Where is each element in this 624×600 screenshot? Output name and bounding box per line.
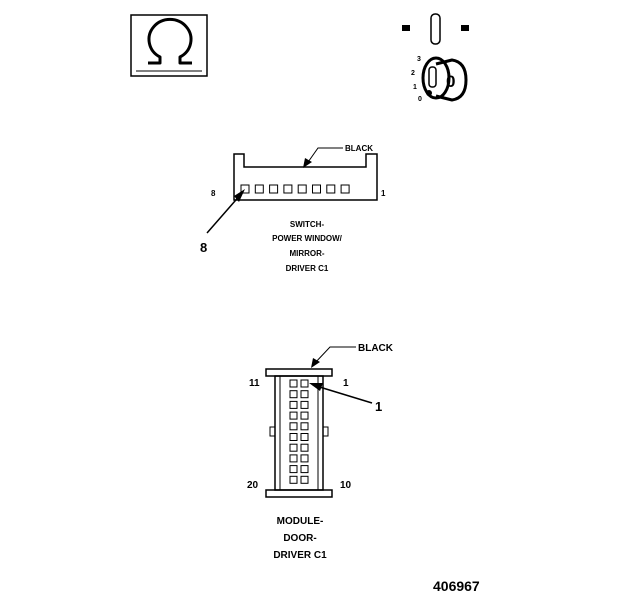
switch-name-line-2: POWER WINDOW/ — [272, 234, 343, 243]
module-pin-cavity — [300, 411, 309, 420]
switch-name-line-1: SWITCH- — [290, 220, 325, 229]
switch-connector-pins — [240, 184, 350, 194]
switch-pin-cavity — [269, 184, 279, 194]
module-pin-cavity — [300, 390, 309, 399]
module-pin-cavity — [300, 443, 309, 452]
switch-pin-cavity — [312, 184, 321, 194]
ignition-pos-3: 3 — [417, 56, 421, 63]
ignition-key-label: 0 — [446, 72, 455, 91]
ohm-icon — [130, 14, 208, 77]
module-pin-cavity — [300, 475, 309, 484]
module-pin-bottom-left-label: 20 — [247, 480, 259, 491]
module-pin-cavity — [300, 379, 309, 388]
module-name-line-1: MODULE- — [277, 516, 324, 527]
switch-pin-cavity — [297, 184, 307, 194]
module-pin-callout: 1 — [375, 399, 382, 414]
module-pin-cavity — [300, 422, 309, 431]
switch-pin-cavity — [283, 184, 293, 194]
module-pin-cavity — [289, 465, 298, 474]
module-pin-cavity — [289, 433, 298, 441]
module-pin-cavity — [289, 422, 298, 431]
module-pin-cavity — [300, 433, 309, 441]
module-name-line-3: DRIVER C1 — [273, 550, 327, 561]
switch-color-label: BLACK — [345, 144, 373, 153]
switch-pin-cavity — [340, 184, 350, 194]
ignition-pos-0: 0 — [418, 96, 422, 103]
switch-connector: 8 1 BLACK 8 SWITCH- POWER WINDOW/ MIRROR… — [200, 144, 386, 273]
module-pin-cavity — [300, 400, 309, 409]
switch-pin-left-label: 8 — [211, 189, 216, 198]
module-pin-bottom-right-label: 10 — [340, 480, 352, 491]
switch-name-line-4: DRIVER C1 — [286, 264, 329, 273]
switch-pin-cavity — [254, 184, 264, 194]
module-pin-cavity — [289, 411, 298, 420]
switch-pin-cavity — [240, 184, 250, 194]
module-color-label: BLACK — [358, 343, 394, 354]
ignition-pos-1: 1 — [413, 84, 417, 91]
figure-number: 406967 — [433, 578, 480, 594]
module-connector: 11 1 20 10 BLACK 1 MODULE- DOOR- DRIVER … — [247, 343, 394, 561]
module-pin-top-left-label: 11 — [249, 378, 260, 389]
switch-name-line-3: MIRROR- — [289, 249, 324, 258]
ignition-pos-2: 2 — [411, 70, 415, 77]
switch-pin-callout: 8 — [200, 240, 207, 255]
module-connector-pins — [289, 379, 309, 484]
module-pin-cavity — [300, 454, 309, 463]
module-name-line-2: DOOR- — [283, 533, 316, 544]
switch-pin-right-label: 1 — [381, 189, 386, 198]
module-pin-cavity — [300, 465, 309, 474]
module-pin-cavity — [289, 390, 298, 399]
module-pin-cavity — [289, 379, 298, 388]
ignition-key-icon: 3 2 1 0 0 — [402, 13, 469, 103]
module-pin-cavity — [289, 475, 298, 484]
module-pin-cavity — [289, 454, 298, 463]
module-pin-top-right-label: 1 — [343, 378, 349, 389]
module-pin-cavity — [289, 443, 298, 452]
module-pin-cavity — [289, 400, 298, 409]
switch-pin-cavity — [326, 184, 336, 194]
